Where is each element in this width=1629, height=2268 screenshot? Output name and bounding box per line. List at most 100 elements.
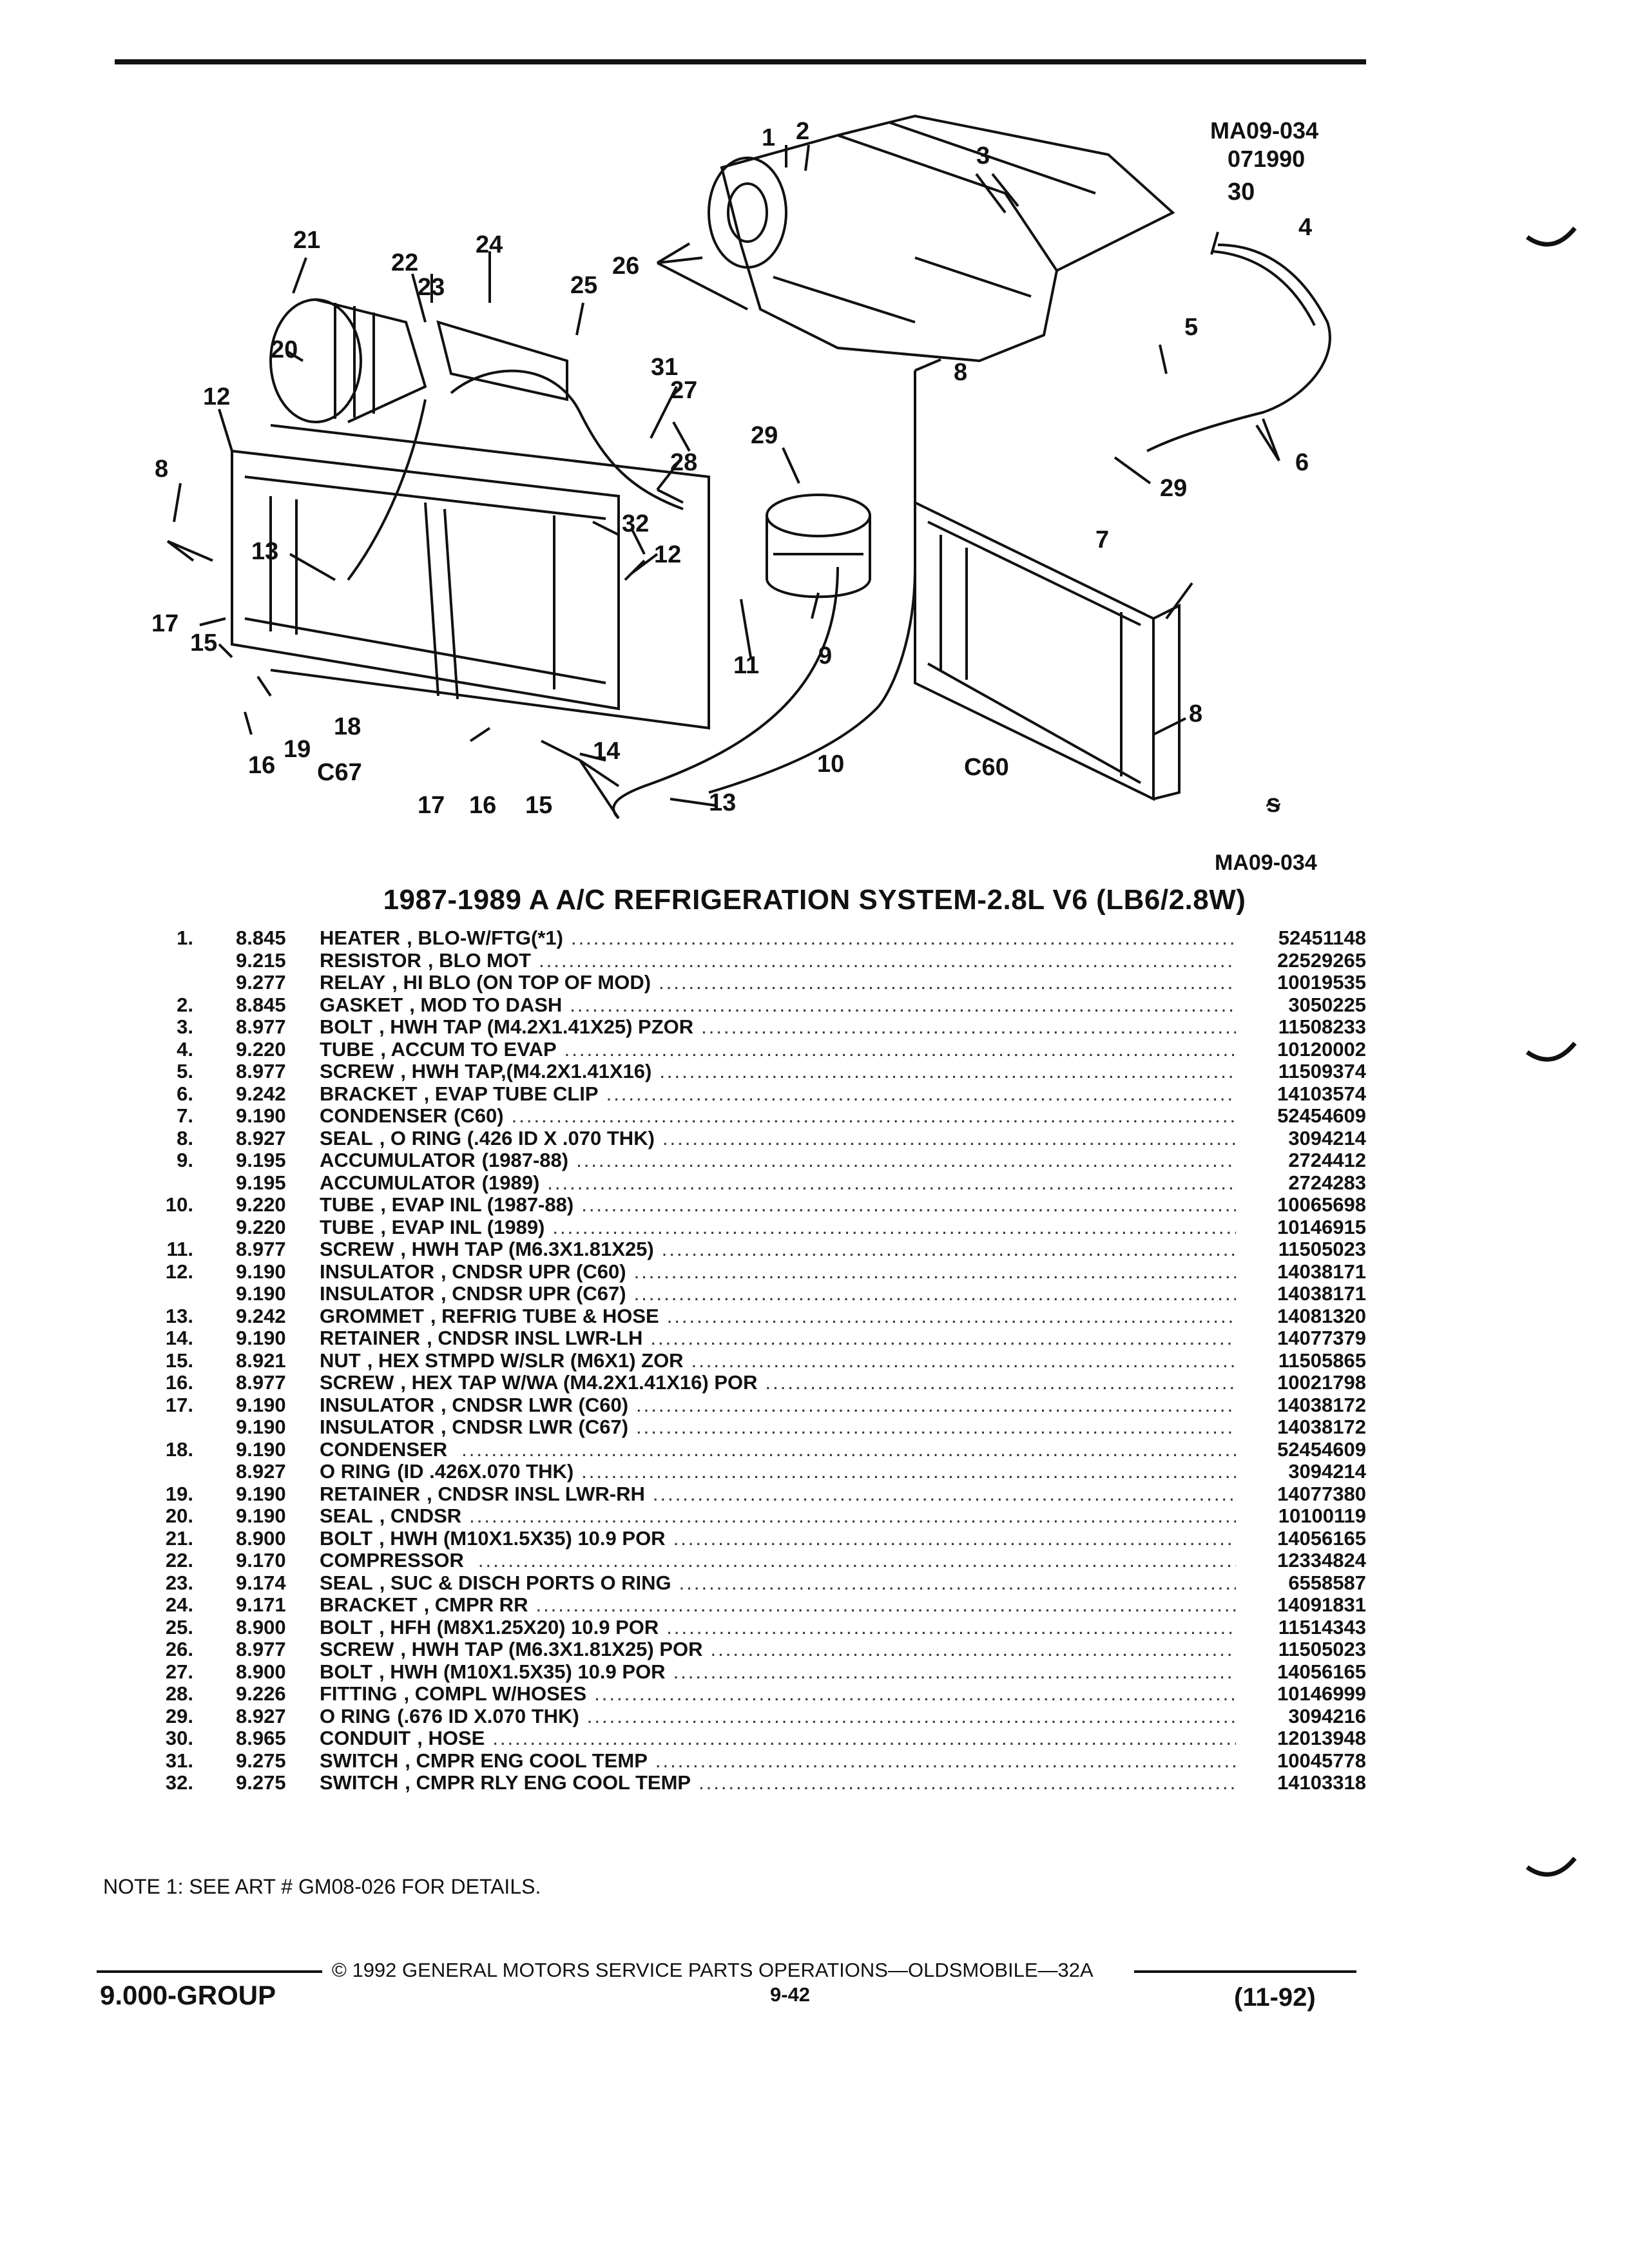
part-description: , CMPR RLY ENG COOL TEMP xyxy=(405,1771,691,1794)
part-name: TUBE xyxy=(320,1193,374,1216)
part-group-number: 9.195 xyxy=(236,1171,286,1194)
leader-dots: ........................................… xyxy=(606,1082,1236,1105)
part-number: 14038171 xyxy=(1277,1282,1366,1305)
binding-mark-1 xyxy=(1526,226,1577,247)
binding-mark-3 xyxy=(1526,1856,1577,1877)
part-number: 14077379 xyxy=(1277,1327,1366,1349)
callout-3: 3 xyxy=(976,142,990,169)
part-description: , HFH (M8X1.25X20) 10.9 POR xyxy=(379,1615,659,1639)
part-ref-number: 29. xyxy=(165,1704,193,1727)
part-name: SEAL xyxy=(320,1504,373,1527)
part-number: 11508233 xyxy=(1278,1015,1366,1038)
leader-dots: ........................................… xyxy=(691,1349,1236,1372)
part-name: BOLT xyxy=(320,1015,373,1038)
leader-dots: ........................................… xyxy=(547,1171,1236,1194)
part-description: (C60) xyxy=(454,1104,504,1127)
part-group-number: 8.900 xyxy=(236,1526,286,1550)
part-description: , HI BLO (ON TOP OF MOD) xyxy=(392,971,651,994)
part-description: , EVAP INL (1989) xyxy=(380,1215,545,1238)
part-description: (1989) xyxy=(481,1171,540,1194)
part-description: (ID .426X.070 THK) xyxy=(397,1460,574,1483)
part-number: 10100119 xyxy=(1278,1504,1366,1527)
part-group-number: 8.927 xyxy=(236,1460,286,1483)
part-group-number: 8.900 xyxy=(236,1615,286,1639)
part-number: 3094216 xyxy=(1288,1704,1366,1727)
leader-dots: ........................................… xyxy=(652,1482,1236,1505)
part-number: 14077380 xyxy=(1277,1482,1366,1505)
part-number: 11505023 xyxy=(1278,1638,1366,1660)
leader-dots: ........................................… xyxy=(661,1238,1236,1260)
footer-rule-left xyxy=(97,1970,322,1973)
part-name: RETAINER xyxy=(320,1482,421,1505)
callout-26: 26 xyxy=(612,253,639,280)
part-description: , HWH TAP (M6.3X1.81X25) xyxy=(400,1238,654,1260)
callout-1: 1 xyxy=(762,124,775,151)
callout-29-center: 29 xyxy=(751,422,778,449)
part-number: 10065698 xyxy=(1277,1193,1366,1216)
callout-16-bottom: 16 xyxy=(469,792,496,819)
part-ref-number: 19. xyxy=(165,1482,193,1505)
part-ref-number: 2. xyxy=(177,993,193,1016)
part-name: BRACKET xyxy=(320,1593,418,1616)
part-description: , CMPR RR xyxy=(423,1593,528,1616)
part-description: , SUC & DISCH PORTS O RING xyxy=(379,1571,671,1594)
callout-11: 11 xyxy=(733,652,759,679)
part-ref-number: 28. xyxy=(165,1682,193,1705)
part-group-number: 8.900 xyxy=(236,1660,286,1683)
leader-dots: ........................................… xyxy=(701,1015,1236,1038)
part-description: , CNDSR UPR (C60) xyxy=(440,1260,626,1283)
part-description: , EVAP TUBE CLIP xyxy=(423,1082,599,1105)
leader-dots: ........................................… xyxy=(666,1615,1236,1639)
part-name: BRACKET xyxy=(320,1082,418,1105)
part-name: SWITCH xyxy=(320,1771,399,1794)
leader-dots: ........................................… xyxy=(765,1371,1236,1394)
part-group-number: 9.195 xyxy=(236,1149,286,1171)
callout-29-right: 29 xyxy=(1160,475,1187,502)
part-number: 12013948 xyxy=(1277,1727,1366,1749)
part-group-number: 9.277 xyxy=(236,971,286,994)
part-description: , CNDSR LWR (C60) xyxy=(440,1393,629,1416)
part-name: RESISTOR xyxy=(320,948,421,972)
footer-page-number: 9-42 xyxy=(770,1983,811,2006)
leader-dots: ........................................… xyxy=(570,927,1236,949)
part-ref-number: 3. xyxy=(177,1015,193,1038)
part-group-number: 8.977 xyxy=(236,1238,286,1260)
part-description: , BLO-W/FTG(*1) xyxy=(407,927,563,949)
part-number: 14081320 xyxy=(1277,1304,1366,1327)
part-number: 14038172 xyxy=(1277,1393,1366,1416)
part-name: O RING xyxy=(320,1704,391,1727)
part-number: 3050225 xyxy=(1288,993,1366,1016)
part-ref-number: 24. xyxy=(165,1593,193,1616)
part-name: TUBE xyxy=(320,1037,374,1061)
part-ref-number: 12. xyxy=(165,1260,193,1283)
part-number: 10146999 xyxy=(1277,1682,1366,1705)
leader-dots: ........................................… xyxy=(511,1104,1236,1127)
part-number: 10019535 xyxy=(1277,971,1366,994)
callout-27: 27 xyxy=(670,377,697,404)
part-group-number: 9.275 xyxy=(236,1771,286,1794)
binding-mark-2 xyxy=(1526,1041,1577,1062)
part-description: , HWH TAP (M6.3X1.81X25) POR xyxy=(400,1638,703,1660)
callout-24: 24 xyxy=(476,231,503,258)
part-group-number: 9.190 xyxy=(236,1282,286,1305)
part-group-number: 9.174 xyxy=(236,1571,286,1594)
part-group-number: 8.845 xyxy=(236,927,286,949)
leader-dots: ........................................… xyxy=(659,971,1236,994)
part-number: 2724412 xyxy=(1288,1149,1366,1171)
part-ref-number: 26. xyxy=(165,1638,193,1660)
page-title: 1987-1989 A A/C REFRIGERATION SYSTEM-2.8… xyxy=(383,884,1246,916)
part-ref-number: 17. xyxy=(165,1393,193,1416)
part-name: SEAL xyxy=(320,1126,373,1149)
part-ref-number: 4. xyxy=(177,1037,193,1061)
part-name: CONDUIT xyxy=(320,1727,411,1749)
footnote: NOTE 1: SEE ART # GM08-026 FOR DETAILS. xyxy=(103,1875,541,1898)
leader-dots: ........................................… xyxy=(581,1193,1236,1216)
